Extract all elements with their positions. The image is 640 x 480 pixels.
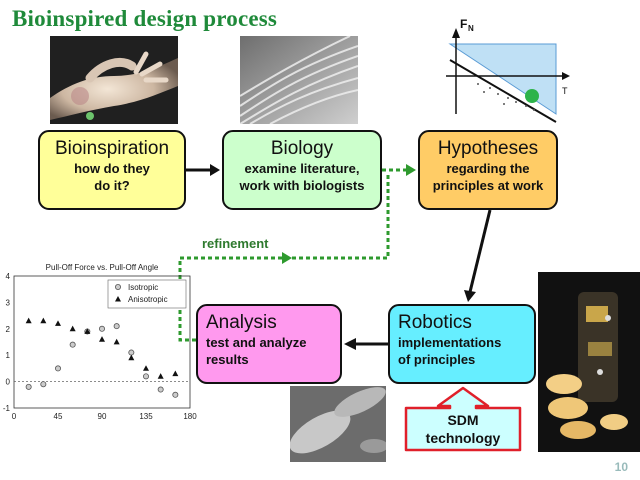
- x-tick-label: 45: [54, 412, 63, 421]
- hypotheses-box: Hypotheses regarding the principles at w…: [418, 130, 558, 210]
- anisotropic-point: [113, 338, 120, 345]
- refinement-label: refinement: [202, 236, 269, 251]
- y-tick-label: 3: [6, 298, 11, 307]
- isotropic-point: [113, 323, 120, 330]
- y-tick-label: 2: [6, 325, 11, 334]
- anisotropic-point: [143, 365, 149, 371]
- anisotropic-point: [55, 320, 61, 326]
- isotropic-point: [157, 386, 164, 393]
- sdm-label-line2: technology: [425, 430, 501, 446]
- plot-frame: [13, 275, 191, 409]
- page-number: 10: [614, 460, 628, 474]
- biology-line2: work with biologists: [239, 178, 365, 193]
- sdm-label-line1: SDM: [447, 412, 479, 428]
- bioinspiration-title: Bioinspiration: [54, 138, 170, 159]
- hypotheses-line1: regarding the: [446, 161, 530, 176]
- biology-title: Biology: [270, 138, 334, 159]
- sdm-up-arrow: [404, 386, 522, 452]
- analysis-box: Analysis test and analyze results: [196, 304, 342, 384]
- bioinspiration-box: Bioinspiration how do they do it?: [38, 130, 186, 210]
- slide-title: Bioinspired design process: [12, 6, 278, 31]
- x-tick-label: 135: [139, 412, 153, 421]
- y-tick-label: 1: [6, 351, 11, 360]
- anisotropic-point: [128, 354, 135, 361]
- force-x-subscript: T: [562, 86, 568, 96]
- anisotropic-point: [172, 370, 179, 377]
- biology-line1: examine literature,: [244, 161, 360, 176]
- isotropic-point: [128, 349, 135, 356]
- setae-micrograph: [240, 36, 358, 124]
- x-tick-label: 0: [12, 412, 17, 421]
- force-y-label: F: [460, 17, 467, 31]
- legend-box: [107, 279, 187, 309]
- legend-label: Anisotropic: [128, 295, 168, 304]
- anisotropic-point: [40, 317, 47, 324]
- y-tick-label: -1: [3, 404, 11, 413]
- robotics-title: Robotics: [398, 312, 472, 333]
- anisotropic-point: [99, 336, 105, 342]
- robotics-box: Robotics implementations of principles: [388, 304, 536, 384]
- x-tick-label: 90: [98, 412, 107, 421]
- isotropic-point: [142, 373, 149, 380]
- isotropic-point: [99, 325, 106, 332]
- bioinspiration-line1: how do they: [74, 161, 150, 176]
- chart-title: Pull-Off Force vs. Pull-Off Angle: [46, 263, 159, 272]
- anisotropic-point: [69, 325, 76, 332]
- isotropic-point: [40, 381, 47, 388]
- legend-label: Isotropic: [128, 283, 158, 292]
- isotropic-point: [55, 365, 62, 372]
- robot-photo: [538, 272, 640, 452]
- y-tick-label: 4: [6, 272, 11, 281]
- hypotheses-title: Hypotheses: [437, 138, 539, 159]
- analysis-title: Analysis: [206, 312, 277, 333]
- anisotropic-point: [157, 373, 164, 379]
- analysis-line1: test and analyze: [206, 335, 307, 350]
- biology-box: Biology examine literature, work with bi…: [222, 130, 382, 210]
- robotics-line1: implementations: [398, 335, 502, 350]
- force-y-subscript: N: [468, 24, 474, 33]
- y-tick-label: 0: [6, 378, 11, 387]
- bioinspiration-line2: do it?: [94, 178, 130, 193]
- isotropic-point: [172, 391, 179, 398]
- gecko-photo: [50, 36, 178, 124]
- robotics-line2: of principles: [398, 352, 476, 367]
- hypotheses-line2: principles at work: [432, 178, 544, 193]
- analysis-line2: results: [206, 352, 249, 367]
- anisotropic-point: [25, 317, 32, 324]
- isotropic-point: [69, 341, 76, 348]
- legend-isotropic-marker: [115, 283, 122, 290]
- x-tick-label: 180: [183, 412, 197, 421]
- legend-anisotropic-marker: [115, 296, 121, 302]
- anisotropic-point: [84, 328, 91, 334]
- spatula-micrograph: [290, 386, 386, 462]
- force-space-diagram: F N T: [446, 17, 570, 123]
- isotropic-point: [25, 383, 32, 390]
